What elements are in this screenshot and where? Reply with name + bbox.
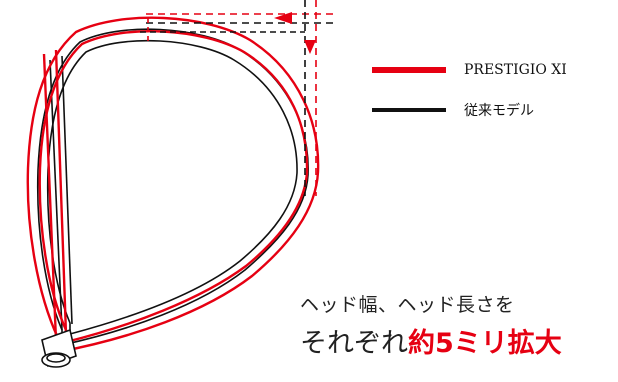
legend-label: PRESTIGIO XI bbox=[464, 62, 567, 78]
hosel bbox=[41, 328, 77, 368]
width-arrow bbox=[274, 12, 292, 24]
caption: ヘッド幅、ヘッド長さを それぞれ約5ミリ拡大 bbox=[300, 290, 562, 360]
dimension-guides bbox=[140, 0, 334, 196]
legend-swatch-prestigio bbox=[372, 67, 446, 73]
conventional-head-outline bbox=[36, 28, 309, 346]
prestigio-head-outline bbox=[26, 16, 320, 354]
caption-line1: ヘッド幅、ヘッド長さを bbox=[300, 294, 515, 316]
caption-plain: それぞれ bbox=[300, 328, 408, 359]
legend-label: 従来モデル bbox=[464, 103, 534, 119]
caption-accent: 約5ミリ拡大 bbox=[408, 328, 562, 359]
caption-line2: それぞれ約5ミリ拡大 bbox=[300, 321, 562, 360]
legend-item-conventional: 従来モデル bbox=[372, 100, 534, 120]
legend-swatch-conventional bbox=[372, 108, 446, 112]
legend-item-prestigio: PRESTIGIO XI bbox=[372, 62, 567, 78]
length-arrow bbox=[304, 40, 316, 54]
